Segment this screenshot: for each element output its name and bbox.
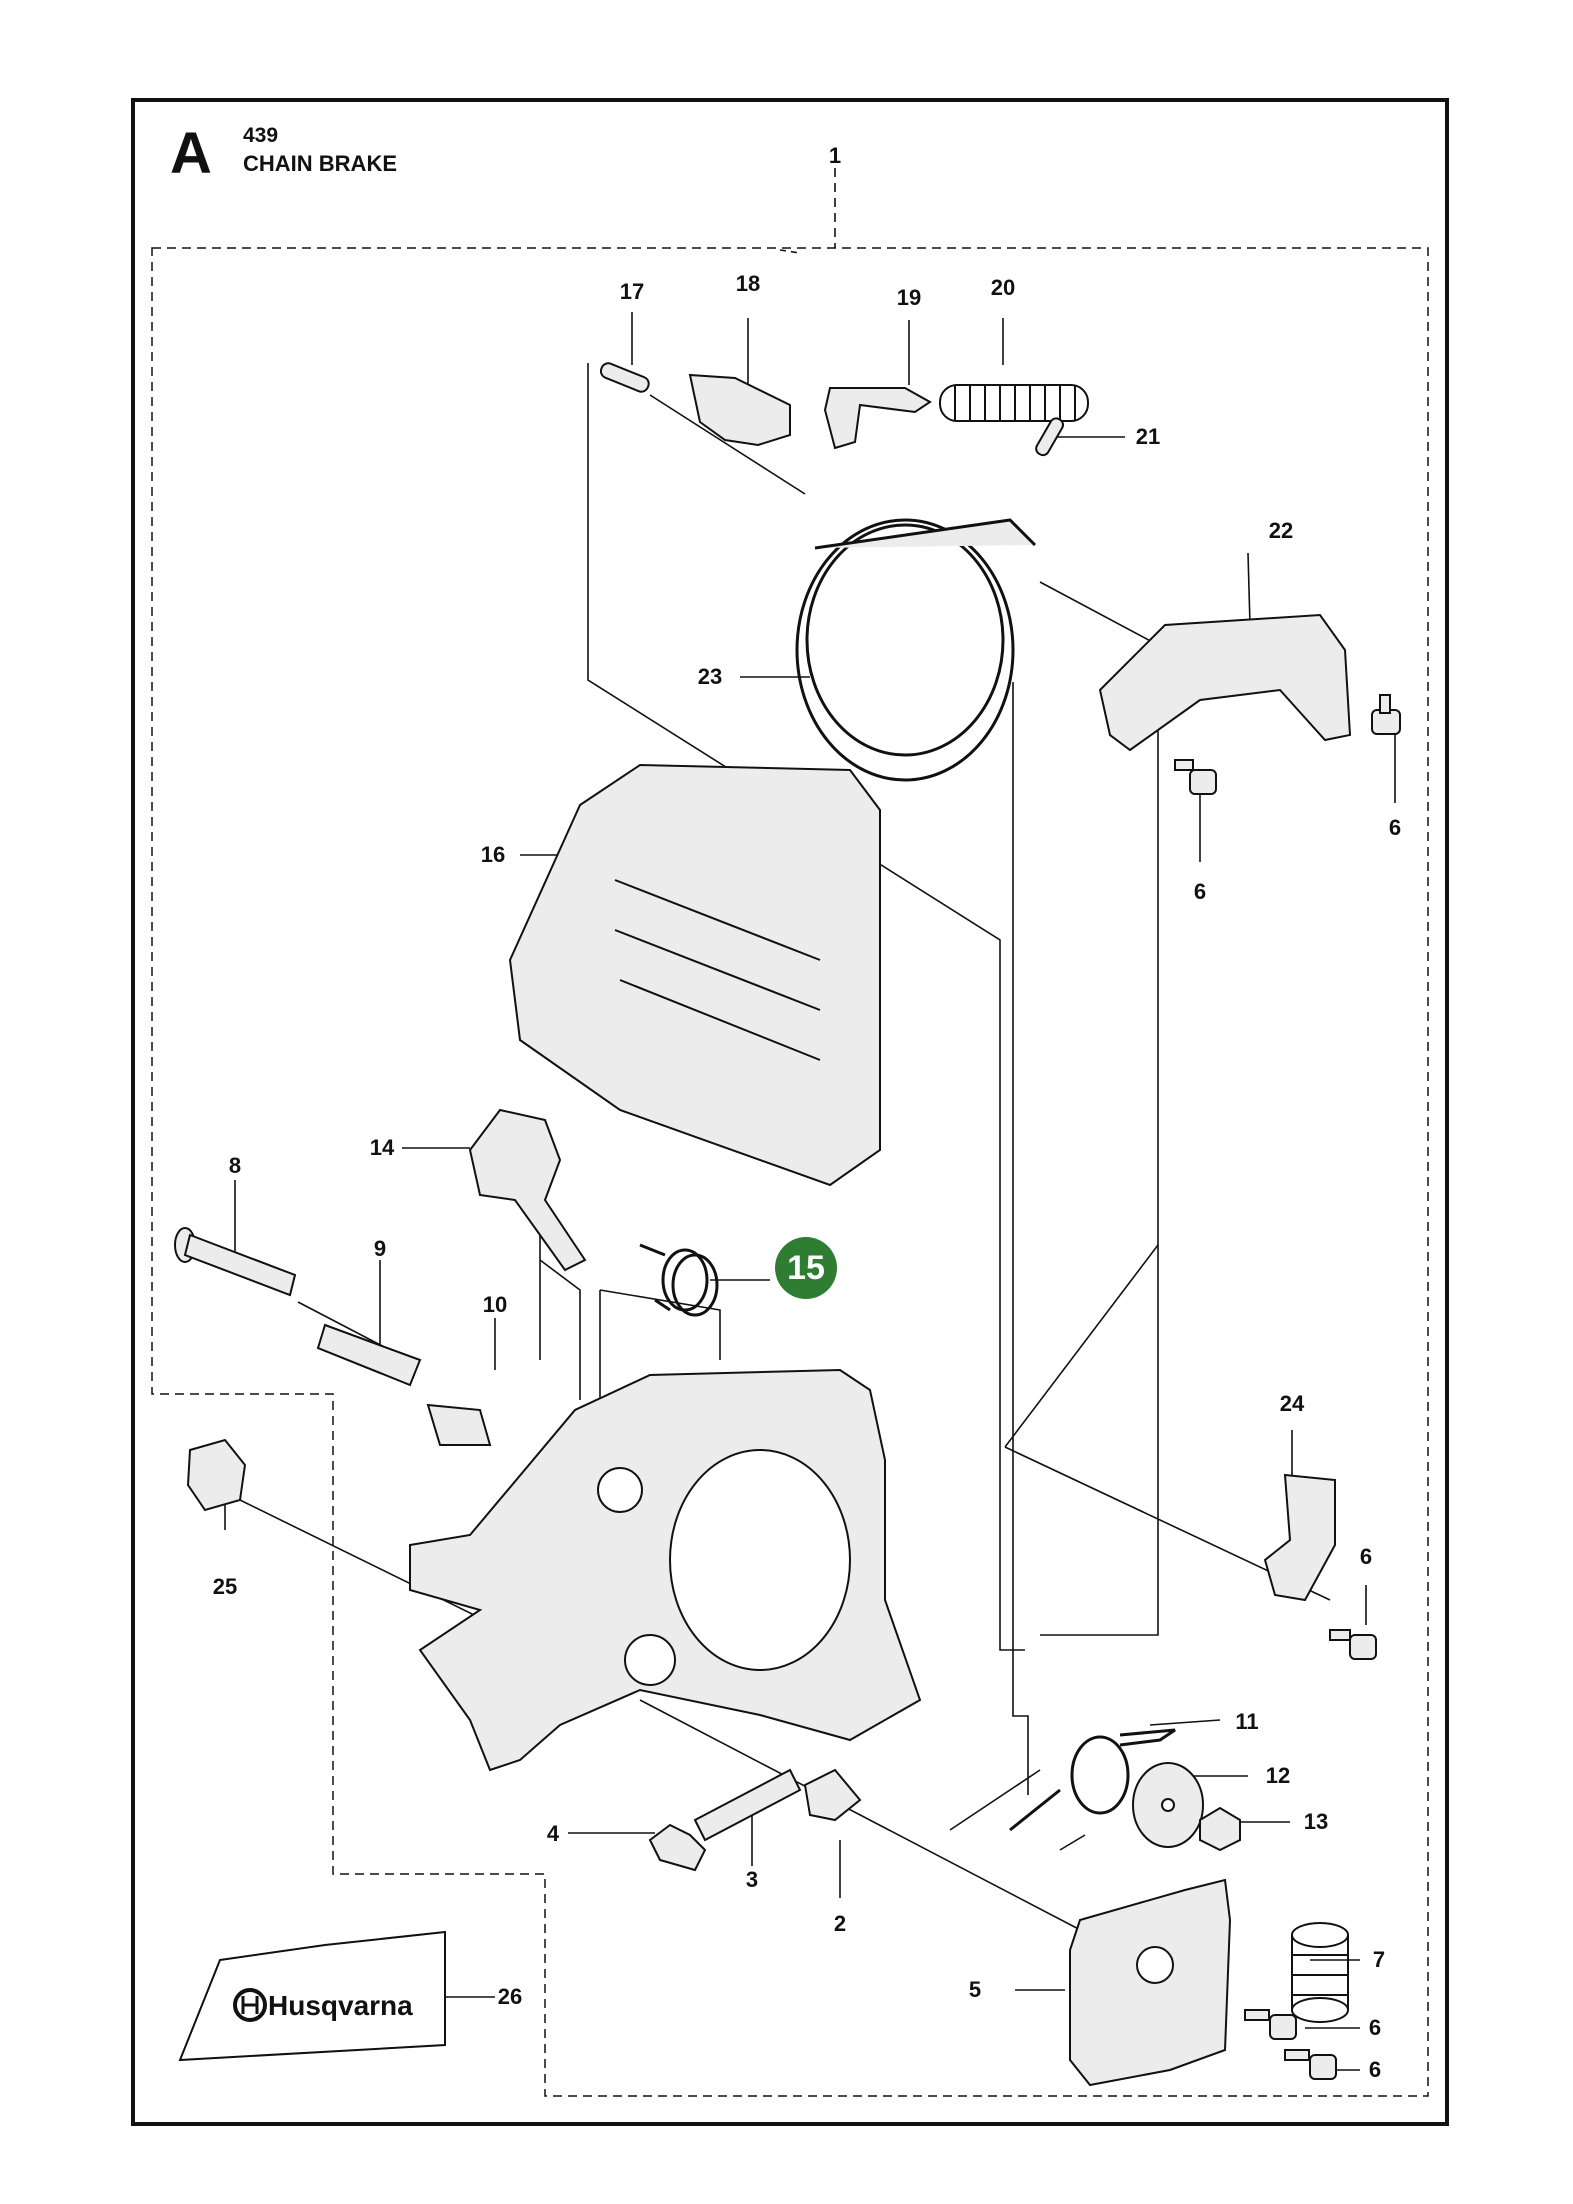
part-8-bolt xyxy=(174,1227,297,1297)
section-letter: A xyxy=(170,121,212,186)
callout-6-d: 6 xyxy=(1368,2015,1382,2040)
part-7-spring xyxy=(1291,1922,1349,2023)
model-number: 439 xyxy=(243,124,279,147)
part-26-decal xyxy=(178,1930,446,2062)
diagram-title: CHAIN BRAKE xyxy=(243,151,397,176)
callout-3: 3 xyxy=(745,1867,759,1892)
callout-6-c: 6 xyxy=(1359,1544,1373,1569)
callout-25: 25 xyxy=(212,1574,238,1599)
part-16-hand-guard xyxy=(508,763,881,1187)
callout-21: 21 xyxy=(1135,424,1161,449)
part-9-sleeve xyxy=(316,1323,422,1387)
callout-2: 2 xyxy=(833,1911,847,1936)
part-6-screw xyxy=(1329,1629,1377,1660)
part-3-pin xyxy=(693,1768,802,1842)
part-15-spring xyxy=(639,1243,719,1317)
callout-8: 8 xyxy=(228,1153,242,1178)
callout-9: 9 xyxy=(373,1236,387,1261)
part-6-screw xyxy=(1371,694,1401,735)
callout-15-highlighted: 15 xyxy=(775,1237,837,1299)
part-18-lever xyxy=(688,373,791,447)
callout-19: 19 xyxy=(896,285,922,310)
callout-13: 13 xyxy=(1303,1809,1329,1834)
callout-6-e: 6 xyxy=(1368,2057,1382,2082)
callout-6-a: 6 xyxy=(1388,815,1402,840)
logo-text: Husqvarna xyxy=(268,1990,413,2021)
callout-24: 24 xyxy=(1279,1391,1305,1416)
part-12-washer xyxy=(1132,1762,1204,1848)
part-20-spring xyxy=(939,384,1089,422)
part-10-bushing xyxy=(426,1403,492,1446)
callout-18: 18 xyxy=(735,271,761,296)
part-22-cover xyxy=(1098,613,1352,752)
callout-12: 12 xyxy=(1265,1763,1291,1788)
callout-11: 11 xyxy=(1235,1709,1259,1734)
callout-16: 16 xyxy=(480,842,506,867)
callout-6-b: 6 xyxy=(1193,879,1207,904)
callout-22: 22 xyxy=(1268,518,1294,543)
callout-10: 10 xyxy=(482,1292,508,1317)
part-6-screw xyxy=(1284,2049,1337,2080)
part-21-pin xyxy=(1035,417,1065,457)
callout-4: 4 xyxy=(546,1821,560,1846)
part-4-clip xyxy=(648,1823,707,1872)
part-25-nut xyxy=(186,1438,247,1512)
part-2-bushing xyxy=(803,1768,862,1822)
husqvarna-logo: Husqvarna xyxy=(233,1988,413,2022)
part-13-nut xyxy=(1199,1806,1241,1852)
part-14-lever xyxy=(468,1108,587,1272)
assembly-boundary xyxy=(151,247,1429,2097)
part-6-screw xyxy=(1174,759,1217,795)
callout-26: 26 xyxy=(497,1984,523,2009)
callout-14: 14 xyxy=(369,1135,395,1160)
part-11-spring xyxy=(1009,1728,1176,1832)
part-17-pin xyxy=(599,362,650,393)
part-23-brake-band xyxy=(795,518,1037,782)
part-19-latch xyxy=(823,387,932,450)
callout-23: 23 xyxy=(697,664,723,689)
callout-17: 17 xyxy=(619,279,645,304)
callout-20: 20 xyxy=(990,275,1016,300)
part-6-screw xyxy=(1244,2009,1297,2040)
callout-7: 7 xyxy=(1372,1947,1386,1972)
callout-5: 5 xyxy=(968,1977,982,2002)
page-frame xyxy=(131,98,1449,2126)
part-24-cover xyxy=(1263,1473,1336,1602)
callout-1: 1 xyxy=(828,143,842,168)
